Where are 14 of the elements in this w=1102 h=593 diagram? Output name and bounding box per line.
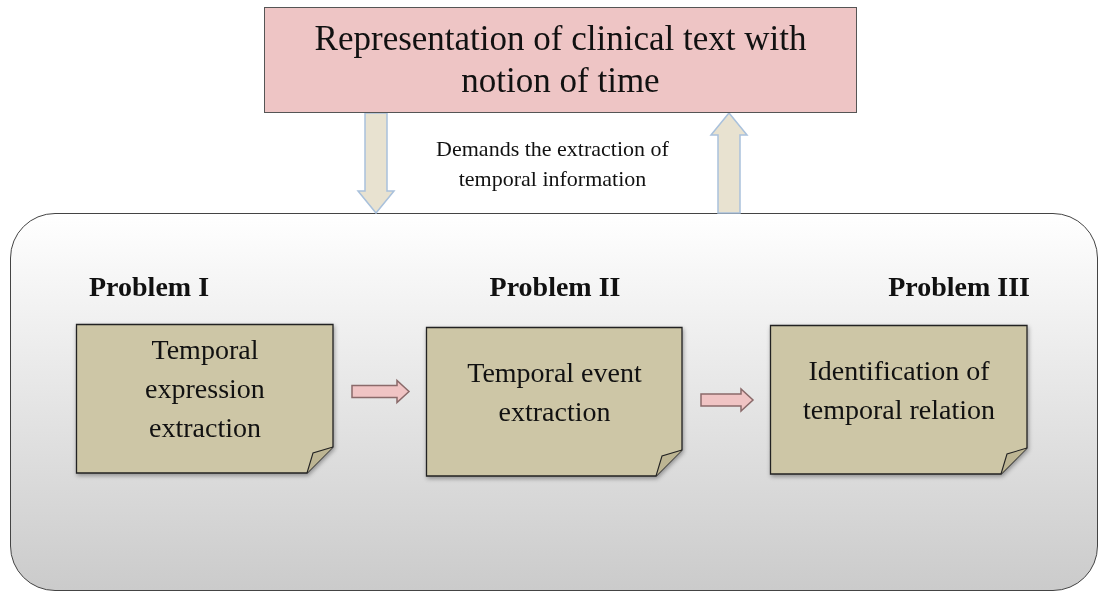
problem-heading: Problem I [89,271,210,303]
block-arrow [351,378,411,405]
block-arrow [356,112,396,215]
block-arrow [709,111,749,214]
title-box [264,7,857,113]
arrow-caption: Demands the extraction of temporal information [435,135,670,193]
problem-heading: Problem II [488,271,622,303]
block-arrow [700,387,755,413]
problem-heading: Problem III [888,271,1030,303]
process-panel [10,213,1098,591]
title-text: Representation of clinical text with notion of time [313,18,808,102]
note-text: Temporal expression extraction [144,333,266,445]
note-text: Identification of temporal relation [801,354,996,427]
note-text: Temporal event extraction [466,356,643,429]
